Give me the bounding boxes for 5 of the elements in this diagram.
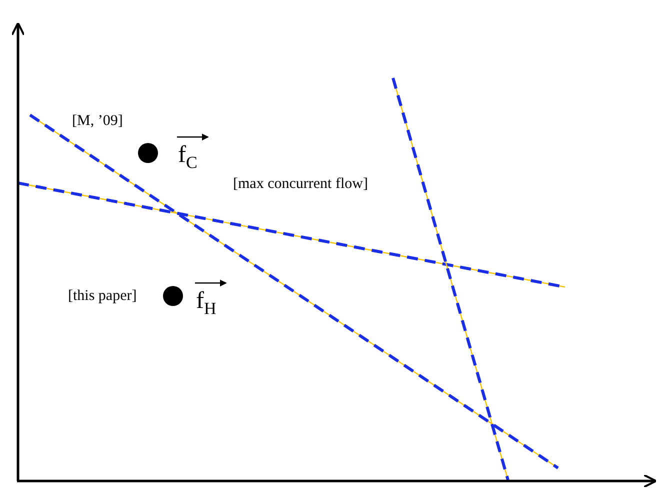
vector-label: f$_{H}$ [196,289,216,317]
curve-label: [max concurrent flow] [233,177,368,192]
citation-label: [M, ’09] [72,114,123,129]
citation-label: [this paper] [68,289,137,304]
vector-label: f$_{C}$ [178,143,198,171]
